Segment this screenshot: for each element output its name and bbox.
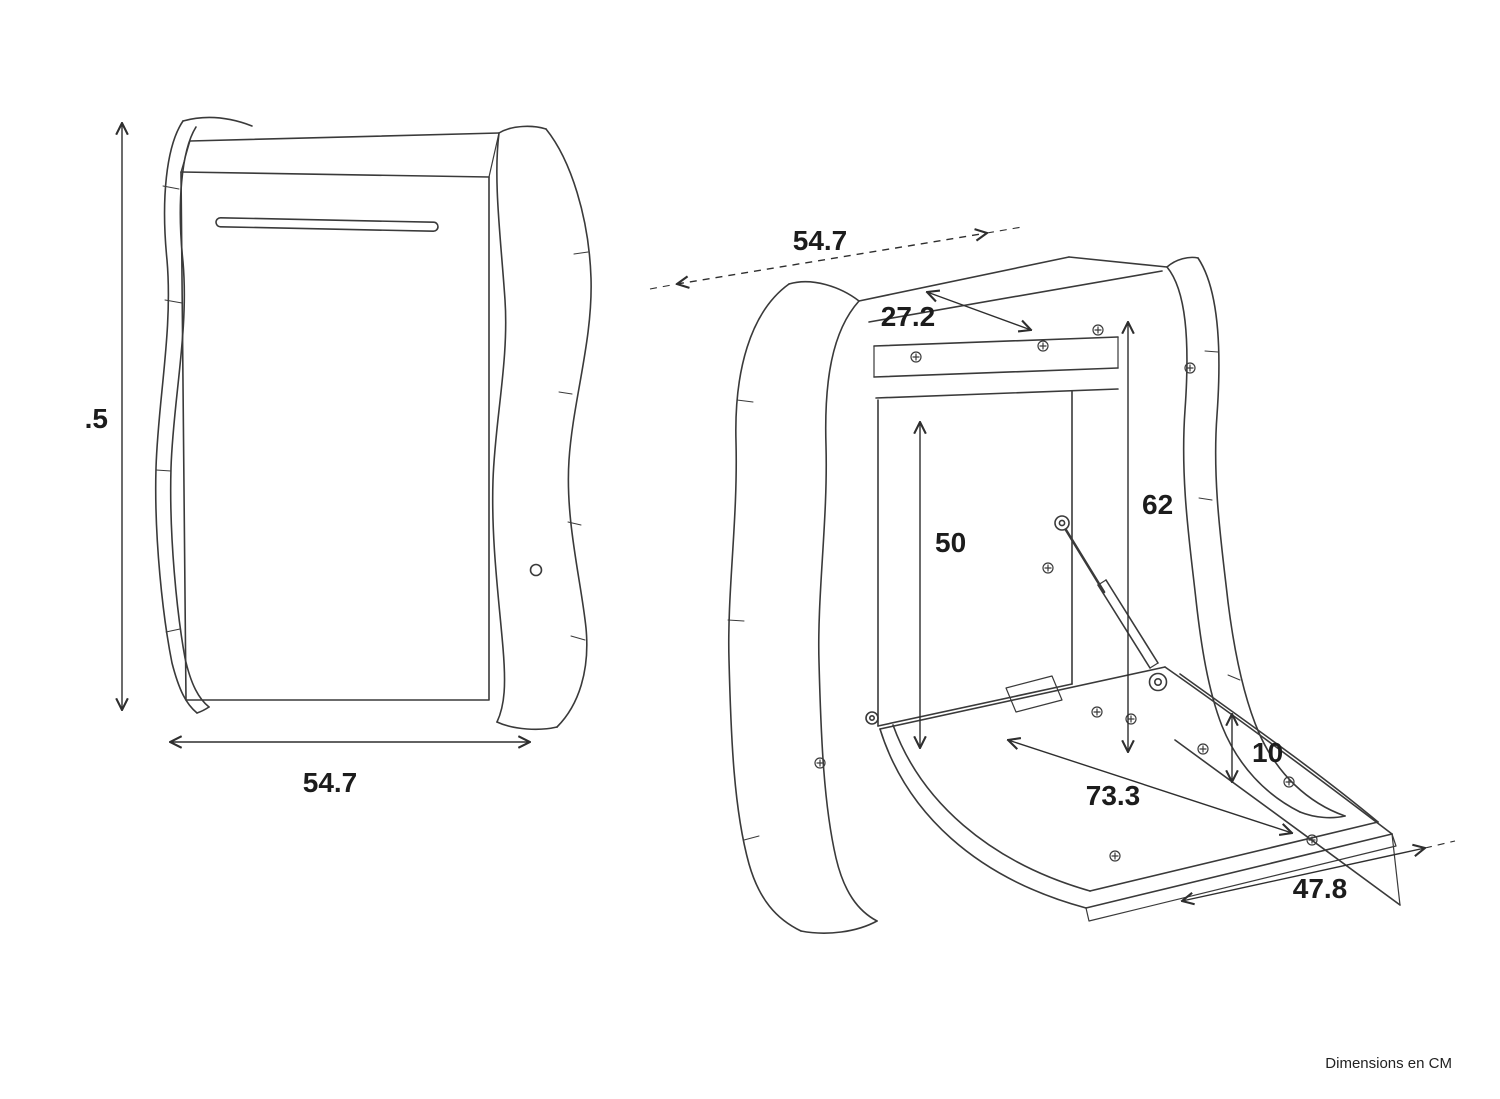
rail-screw (910, 351, 922, 363)
lock-screw (529, 563, 543, 577)
dim-open-top-depth: 27.2 (881, 292, 1031, 332)
shelf-screw (1091, 706, 1103, 718)
closed-dimensions: .5 54.7 (85, 123, 530, 798)
closed-top-panel (180, 132, 500, 178)
open-left-panel (727, 280, 878, 934)
shelf-screw (1306, 834, 1318, 846)
open-total-height-label: 62 (1142, 489, 1173, 520)
closed-front-door (180, 171, 490, 701)
open-unit-drawing (727, 256, 1401, 934)
panel-screw (1184, 362, 1196, 374)
handle-slot (215, 216, 439, 233)
closed-unit-drawing (154, 116, 592, 731)
shelf-screw (1109, 850, 1121, 862)
dim-open-total-height: 62 (1128, 322, 1173, 752)
units-caption: Dimensions en CM (1325, 1055, 1452, 1072)
back-wall-screw (1042, 562, 1054, 574)
panel-screw (814, 757, 826, 769)
dim-closed-width: 54.7 (170, 742, 530, 798)
closed-width-label: 54.7 (303, 767, 358, 798)
open-rim-height-label: 10 (1252, 737, 1283, 768)
open-right-panel (1166, 256, 1346, 819)
open-inner-height-label: 50 (935, 527, 966, 558)
rail-screw (1092, 324, 1104, 336)
dim-open-table-depth: 47.8 (1182, 840, 1456, 904)
closed-height-label: .5 (85, 403, 108, 434)
dim-open-top-width: 54.7 (649, 225, 1023, 290)
open-back-wall (877, 390, 1073, 727)
dim-open-table-width: 73.3 (1008, 740, 1292, 833)
open-table-depth-label: 47.8 (1293, 873, 1348, 904)
dim-closed-height: .5 (85, 123, 122, 710)
open-table-width-label: 73.3 (1086, 780, 1141, 811)
hinge-left (865, 711, 879, 725)
closed-right-panel (491, 125, 592, 731)
open-top-width-label: 54.7 (793, 225, 848, 256)
shelf-screw (1197, 743, 1209, 755)
shelf-screw (1283, 776, 1295, 788)
open-top-depth-label: 27.2 (881, 301, 936, 332)
open-dimensions: 54.7 27.2 50 62 10 73.3 47.8 (649, 225, 1456, 904)
shelf-cutout (1005, 675, 1063, 713)
dim-open-inner-height: 50 (920, 422, 966, 748)
closed-left-panel (154, 116, 253, 714)
rail-screw (1037, 340, 1049, 352)
dim-open-rim-height: 10 (1232, 714, 1283, 782)
